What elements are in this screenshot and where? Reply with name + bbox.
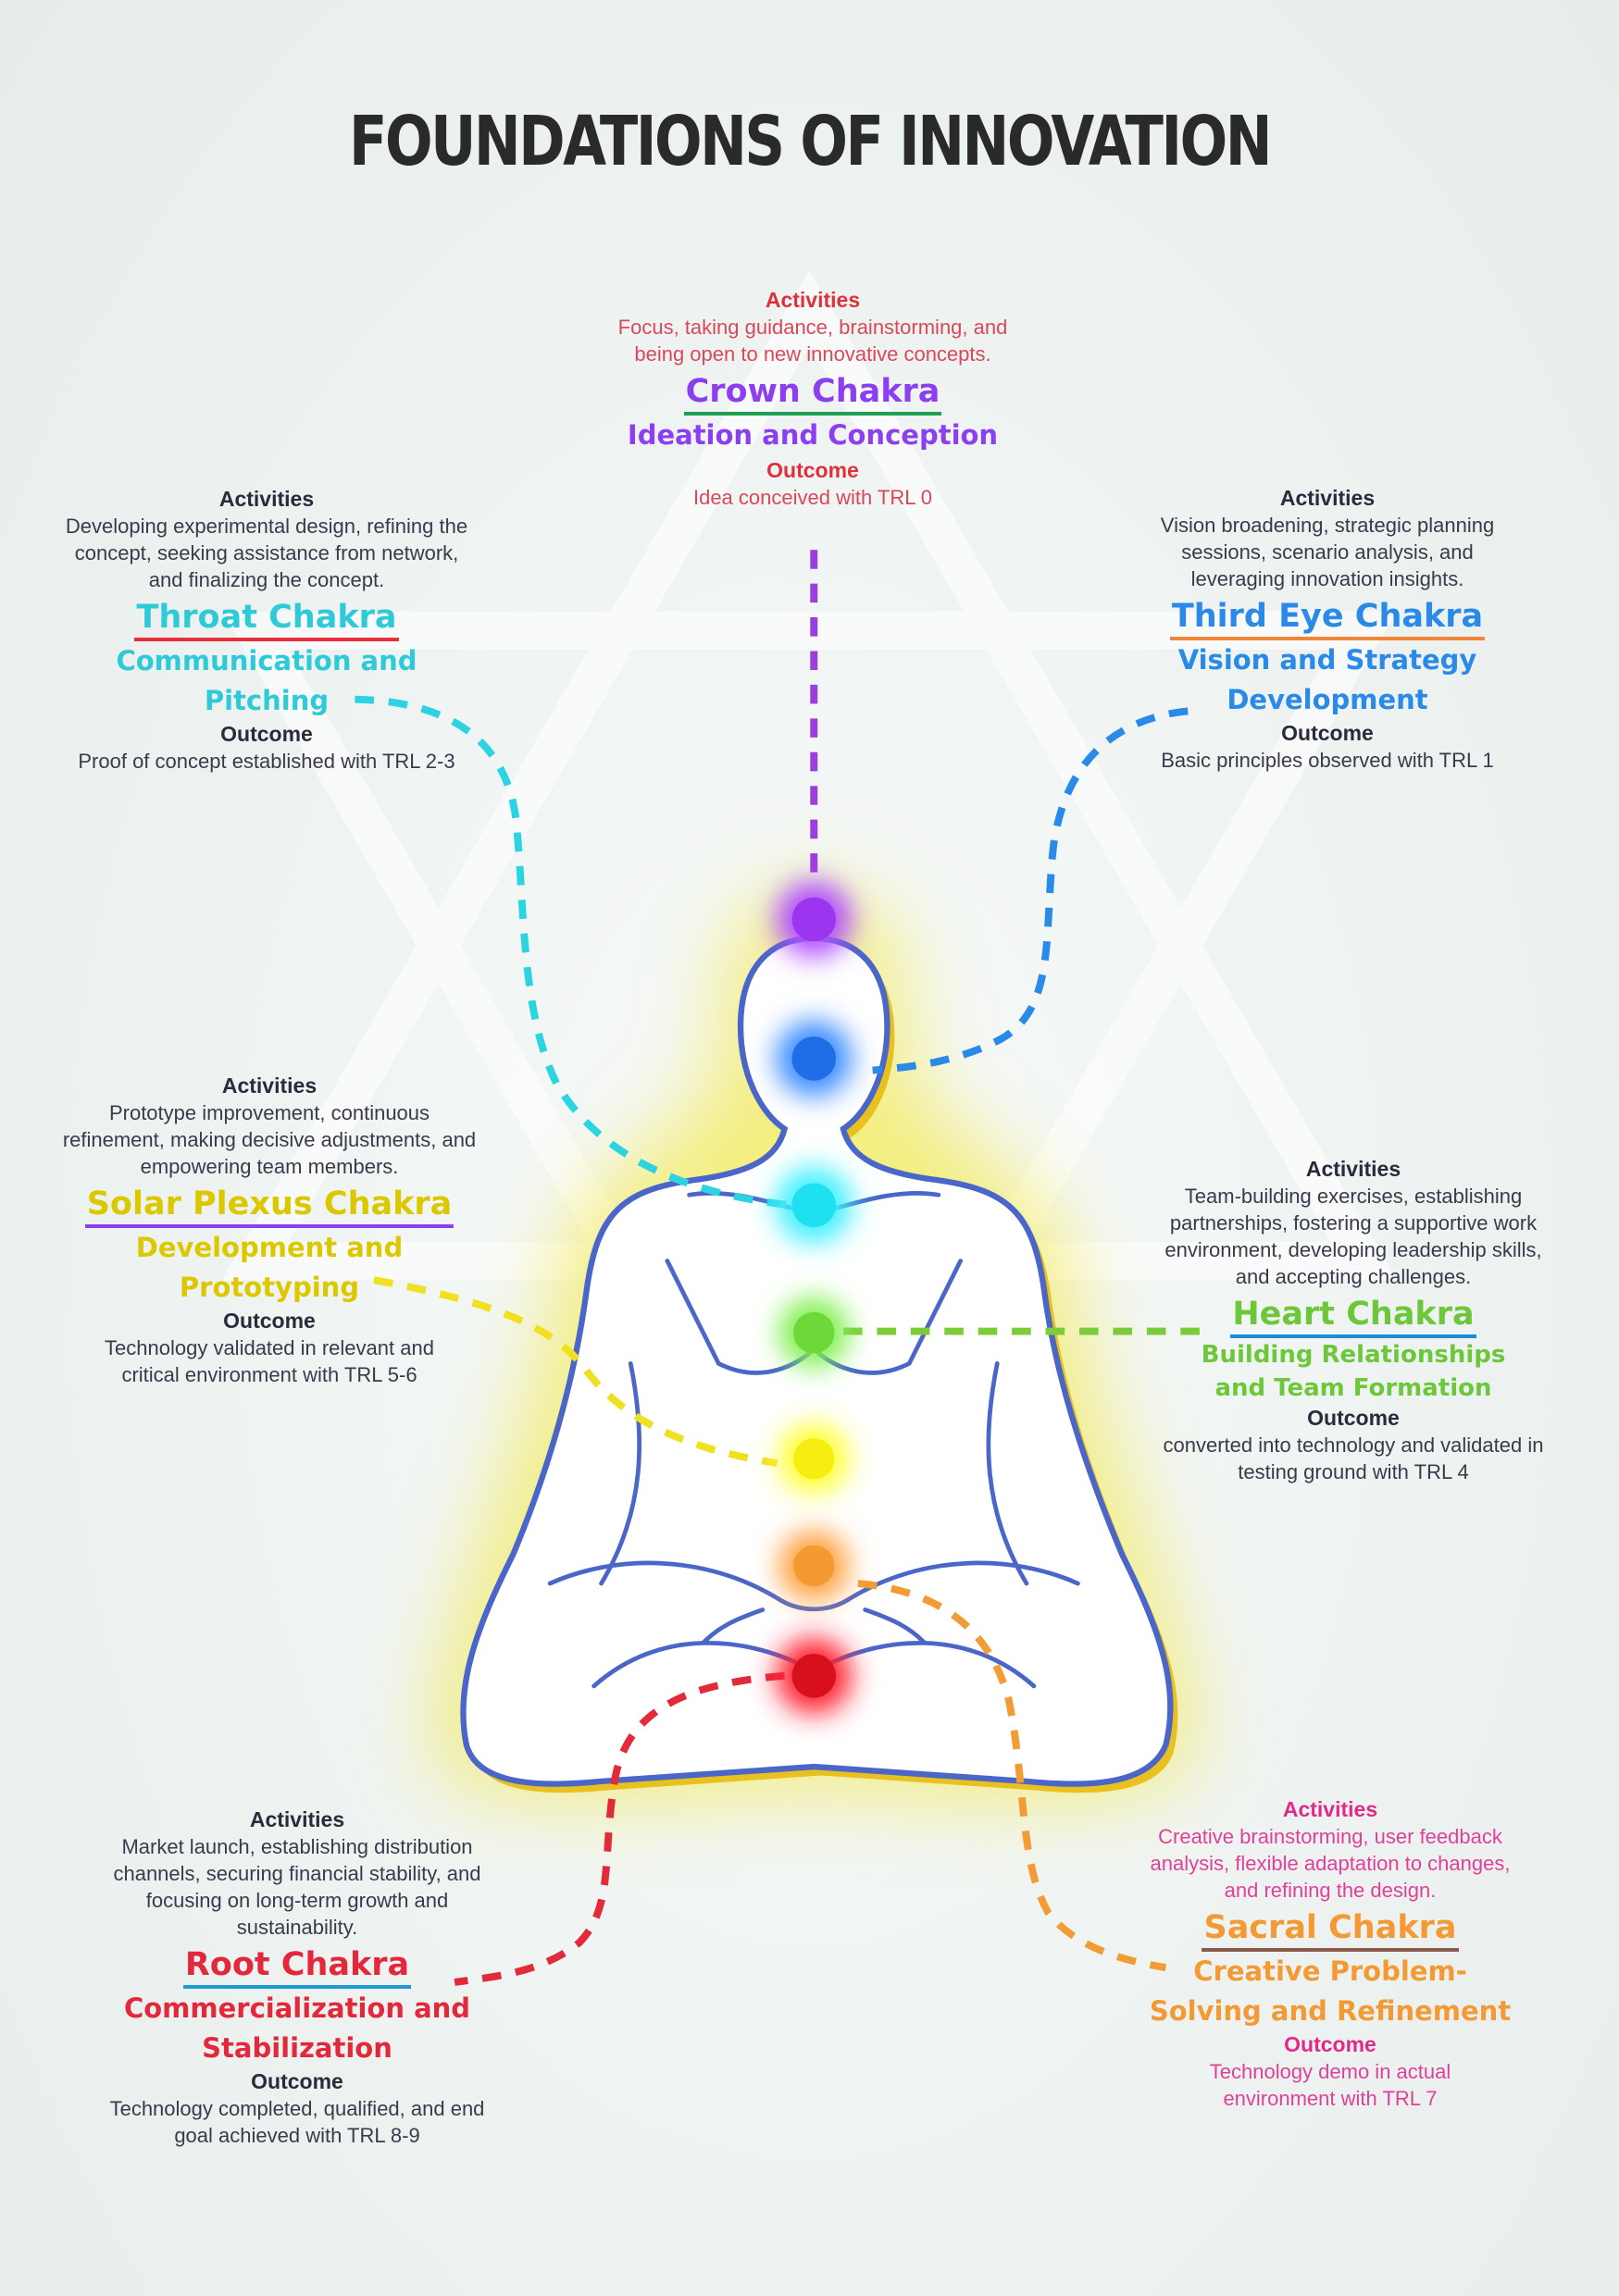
sacral-outcome: Technology demo in actual environment wi… (1209, 2060, 1451, 2110)
root-outcome: Technology completed, qualified, and end… (109, 2097, 485, 2147)
solar-plexus-chakra-name: Solar Plexus Chakra (84, 1184, 455, 1228)
throat-chakra-point (776, 1167, 853, 1244)
third-eye-stage: Vision and Strategy Development (1177, 644, 1477, 715)
solar-plexus-activities: Prototype improvement, continuous refine… (62, 1101, 477, 1178)
heart-chakra-point (778, 1297, 850, 1369)
crown-chakra-point (776, 881, 853, 958)
crown-stage: Ideation and Conception (627, 419, 999, 451)
root-chakra-name: Root Chakra (182, 1944, 412, 1989)
throat-stage: Communication and Pitching (116, 645, 417, 716)
solar-plexus-outcome: Technology validated in relevant and cri… (105, 1336, 434, 1386)
heart-chakra-block: Activities Team-building exercises, esta… (1145, 1156, 1562, 1485)
outcome-label: Outcome (1284, 2032, 1376, 2056)
heart-activities: Team-building exercises, establishing pa… (1164, 1185, 1542, 1288)
crown-activities: Focus, taking guidance, brainstorming, a… (617, 316, 1008, 366)
sacral-stage: Creative Problem-Solving and Refinement (1149, 1955, 1512, 2027)
throat-activities: Developing experimental design, refining… (65, 515, 468, 591)
outcome-label: Outcome (1281, 721, 1374, 745)
activities-label: Activities (765, 288, 861, 312)
outcome-label: Outcome (1307, 1406, 1400, 1430)
root-activities: Market launch, establishing distribution… (113, 1835, 481, 1939)
activities-label: Activities (221, 1074, 318, 1098)
crown-chakra-name: Crown Chakra (683, 371, 942, 416)
throat-chakra-block: Activities Developing experimental desig… (58, 486, 475, 775)
solar-plexus-connector (373, 1276, 778, 1468)
throat-outcome: Proof of concept established with TRL 2-… (78, 750, 455, 773)
solar-plexus-stage: Development and Prototyping (135, 1232, 404, 1303)
third-eye-outcome: Basic principles observed with TRL 1 (1161, 749, 1494, 772)
crown-chakra-block: Activities Focus, taking guidance, brain… (609, 287, 1016, 511)
solar-plexus-chakra-point (778, 1423, 850, 1495)
throat-connector (355, 695, 792, 1210)
heart-stage: Building Relationships and Team Formatio… (1201, 1341, 1506, 1402)
outcome-label: Outcome (220, 722, 313, 746)
solar-plexus-chakra-block: Activities Prototype improvement, contin… (61, 1073, 478, 1388)
outcome-label: Outcome (223, 1309, 316, 1333)
chakra-points (776, 881, 853, 1715)
heart-outcome: converted into technology and validated … (1163, 1433, 1544, 1483)
root-connector (454, 1671, 785, 1986)
activities-label: Activities (1279, 486, 1376, 510)
sacral-connector (857, 1580, 1167, 1972)
connector-lines (355, 550, 1200, 1986)
sacral-chakra-point (778, 1530, 850, 1602)
third-eye-connector (872, 707, 1189, 1074)
outcome-label: Outcome (251, 2069, 343, 2093)
outcome-label: Outcome (766, 458, 859, 482)
sacral-chakra-name: Sacral Chakra (1202, 1907, 1459, 1952)
activities-label: Activities (249, 1807, 345, 1831)
third-eye-chakra-block: Activities Vision broadening, strategic … (1133, 485, 1522, 774)
sacral-activities: Creative brainstorming, user feedback an… (1150, 1825, 1511, 1902)
root-chakra-block: Activities Market launch, establishing d… (98, 1806, 496, 2149)
third-eye-chakra-point (776, 1020, 853, 1098)
sacral-chakra-block: Activities Creative brainstorming, user … (1131, 1796, 1529, 2112)
third-eye-chakra-name: Third Eye Chakra (1169, 596, 1486, 640)
third-eye-activities: Vision broadening, strategic planning se… (1160, 514, 1495, 590)
heart-chakra-name: Heart Chakra (1230, 1294, 1476, 1338)
root-chakra-point (776, 1637, 853, 1715)
activities-label: Activities (1282, 1797, 1378, 1821)
throat-chakra-name: Throat Chakra (134, 597, 399, 641)
activities-label: Activities (218, 487, 315, 511)
crown-outcome: Idea conceived with TRL 0 (692, 486, 933, 509)
body-contour-lines (547, 1190, 1080, 1689)
root-stage: Commercialization and Stabilization (123, 1992, 471, 2064)
page-title: FOUNDATIONS OF INNOVATION (348, 102, 1273, 181)
activities-label: Activities (1305, 1157, 1401, 1181)
